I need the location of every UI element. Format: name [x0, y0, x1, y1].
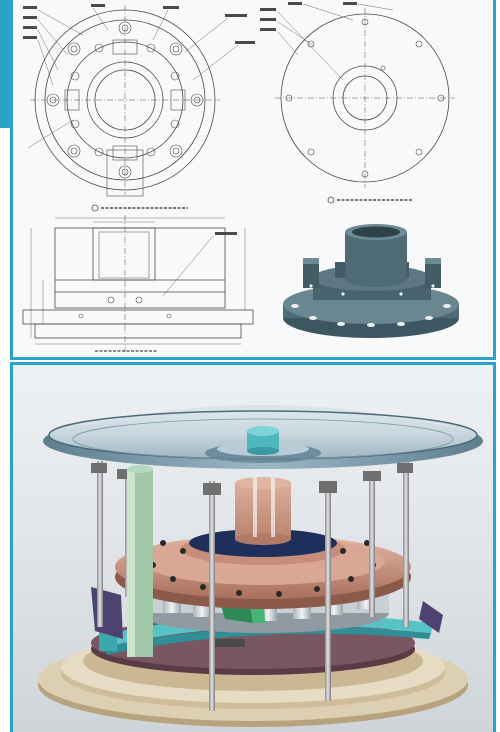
copper-disk	[115, 529, 411, 609]
top-cap	[247, 426, 279, 455]
isometric-part-model	[283, 224, 459, 338]
right-bracket	[419, 601, 443, 633]
callout-labels-top-view	[23, 4, 255, 44]
green-column	[127, 465, 153, 657]
left-bracket	[91, 587, 123, 639]
assembly-render	[38, 405, 483, 727]
section-view-rectangle	[22, 215, 254, 352]
callout-labels-bottom-view	[260, 2, 357, 31]
central-hub	[235, 477, 291, 545]
assembly-render-panel	[10, 362, 496, 732]
top-view-circle	[23, 4, 255, 212]
engineering-drawing-panel	[10, 0, 496, 360]
drawing-svg	[22, 2, 459, 352]
bottom-view-circle	[260, 2, 455, 204]
